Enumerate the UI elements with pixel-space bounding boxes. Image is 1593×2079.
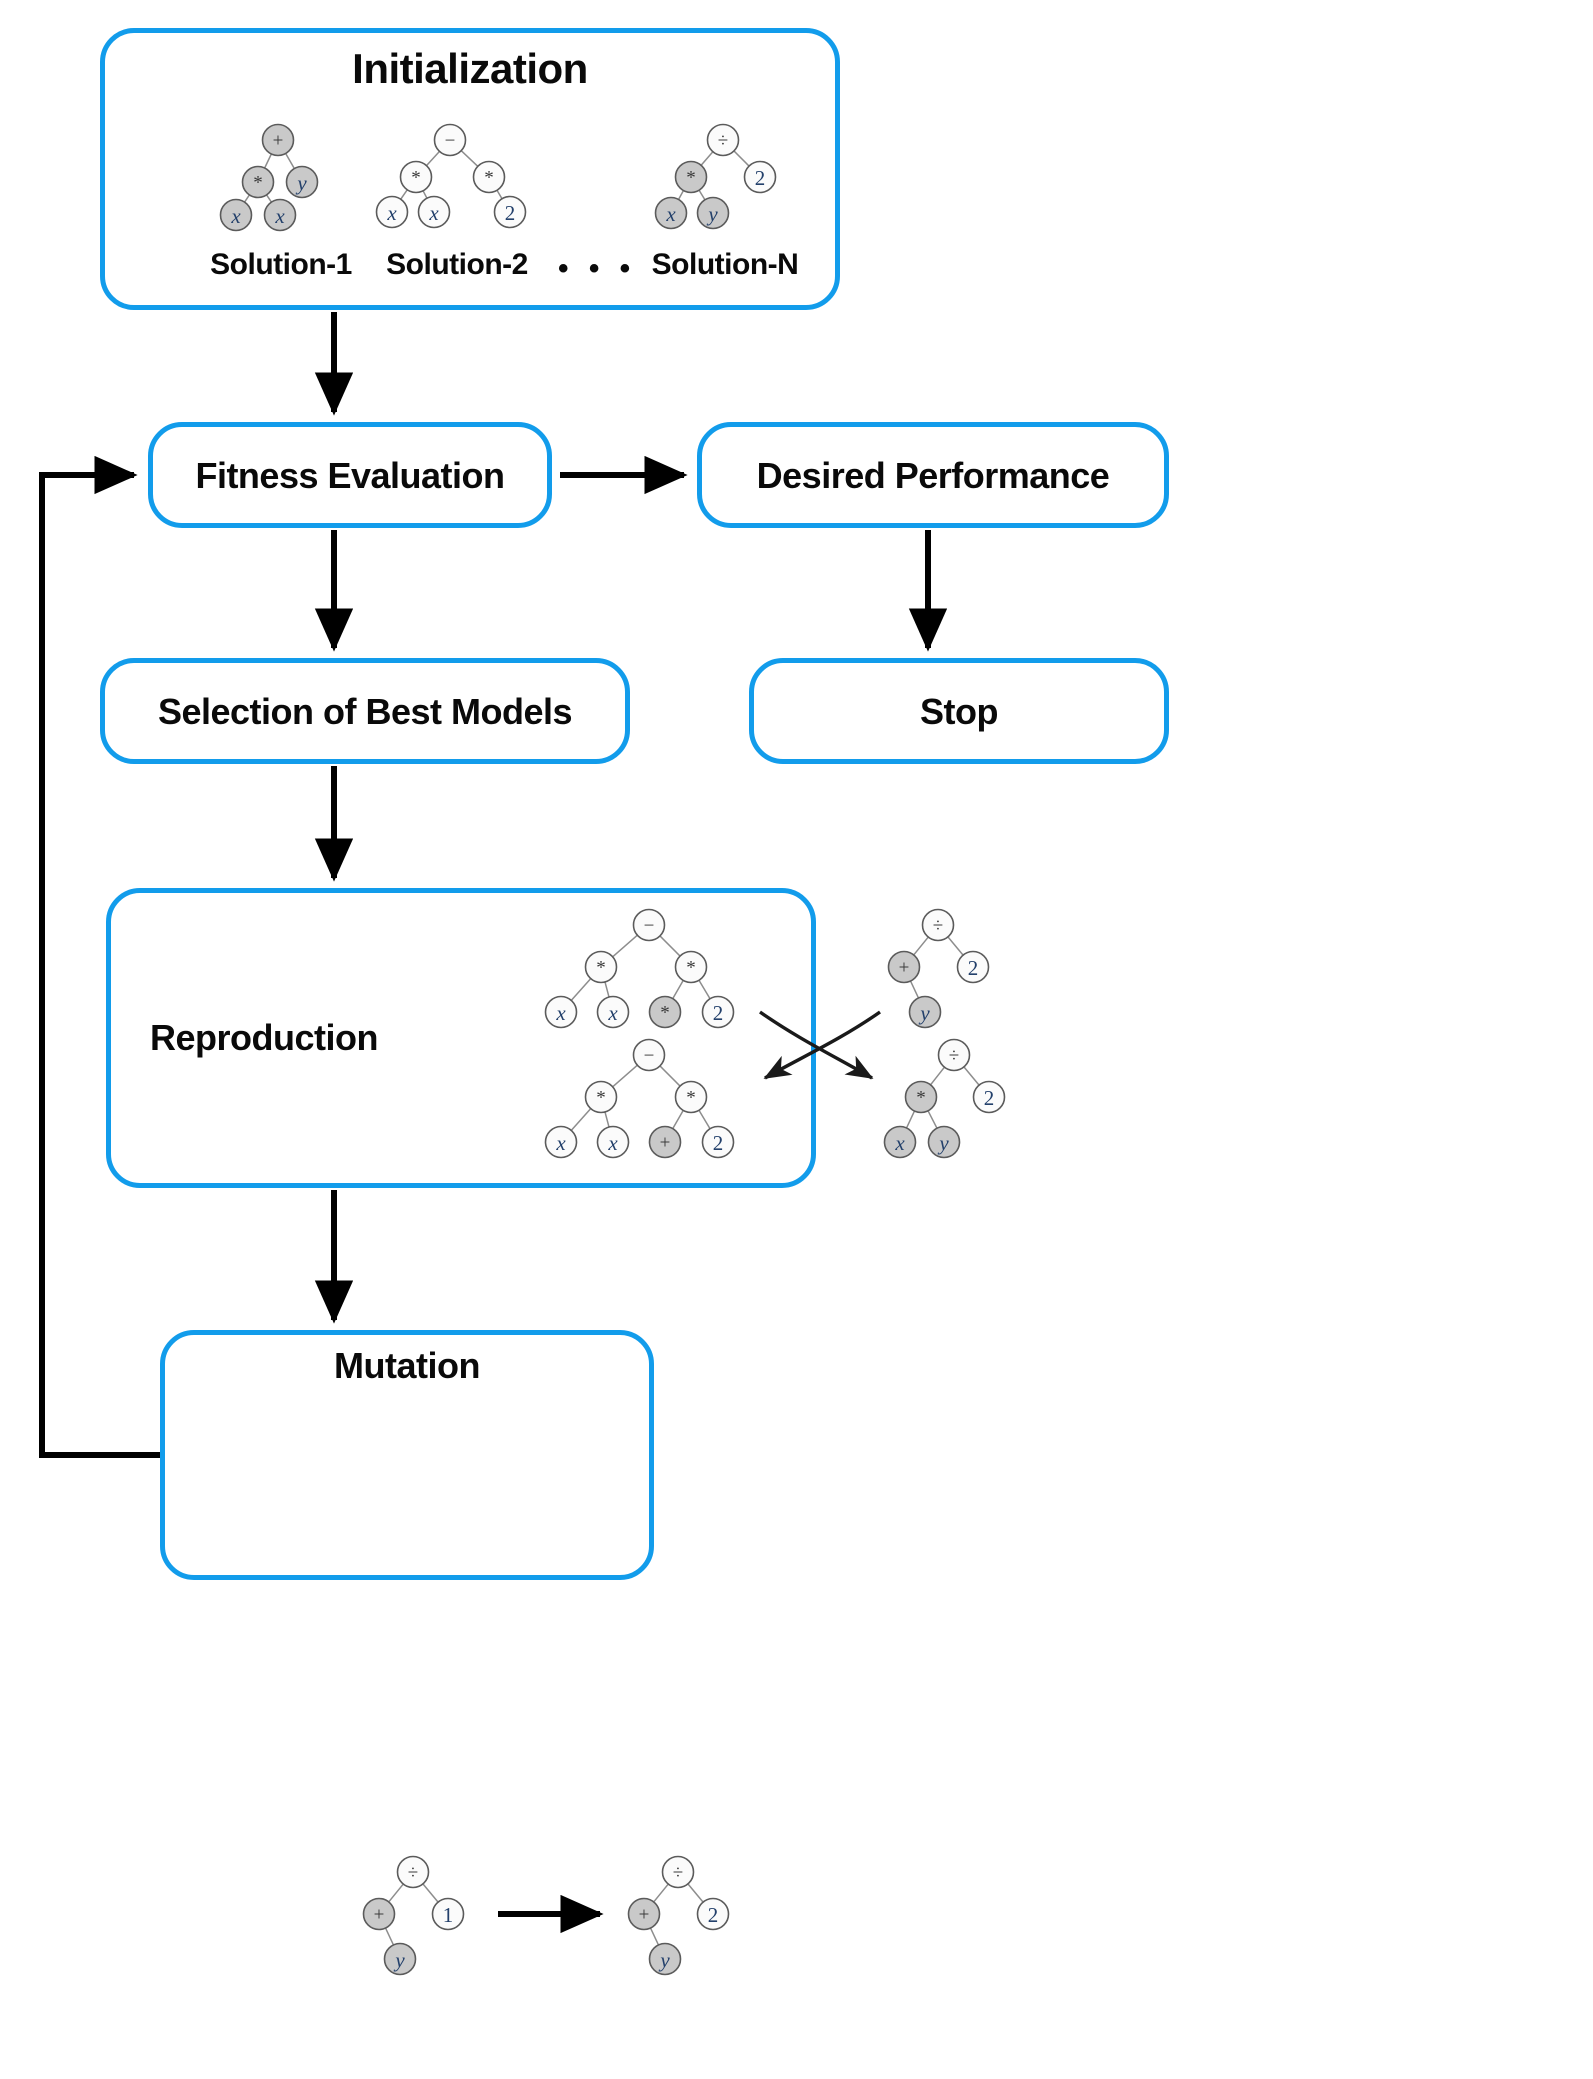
tree-node-circle — [648, 1942, 682, 1976]
tree-node-label: y — [918, 1001, 930, 1025]
box-reproduction[interactable] — [106, 888, 816, 1188]
selection-title: Selection of Best Models — [157, 691, 573, 732]
solution-2-label: Solution-2 — [386, 248, 528, 281]
tree-node-label: 2 — [708, 1903, 719, 1927]
box-selection-of-best-models[interactable] — [100, 658, 630, 764]
solution-n-label: Solution-N — [651, 248, 799, 281]
tree-node-label: x — [894, 1131, 905, 1155]
box-fitness-evaluation[interactable] — [148, 422, 552, 528]
tree-node-label: y — [393, 1948, 405, 1972]
tree-node-label: 2 — [984, 1086, 995, 1110]
tree-node-label: * — [916, 1087, 926, 1108]
tree-edge — [963, 1066, 980, 1086]
tree-edge — [905, 1110, 916, 1129]
tree-node-circle — [383, 1942, 417, 1976]
tree-node-circle — [887, 950, 921, 984]
tree-node-circle — [696, 1897, 730, 1931]
tree-node-circle — [972, 1080, 1006, 1114]
tree-node-circle — [661, 1855, 695, 1889]
mutation-title: Mutation — [334, 1345, 480, 1386]
tree-node-label: 2 — [968, 956, 979, 980]
tree-edge — [384, 1927, 395, 1946]
tree-node-circle — [431, 1897, 465, 1931]
tree-node-label: ÷ — [673, 1862, 683, 1883]
solution-ellipsis: • • • — [558, 252, 637, 285]
tree-edge — [947, 936, 964, 956]
tree-node-circle — [362, 1897, 396, 1931]
fitness-evaluation-title: Fitness Evaluation — [195, 455, 505, 496]
box-stop[interactable] — [749, 658, 1169, 764]
tree-node-circle — [883, 1125, 917, 1159]
tree-node-label: y — [658, 1948, 670, 1972]
reproduction-title: Reproduction — [150, 1017, 378, 1058]
box-initialization[interactable] — [100, 28, 840, 310]
tree-node-circle — [921, 908, 955, 942]
tree-edge — [687, 1883, 704, 1903]
tree-edge — [909, 980, 920, 999]
tree-node-label: ÷ — [408, 1862, 418, 1883]
desired-performance-title: Desired Performance — [756, 455, 1110, 496]
tree-node-circle — [937, 1038, 971, 1072]
stop-title: Stop — [920, 691, 998, 732]
initialization-title: Initialization — [352, 45, 588, 92]
expression-tree-repro-parent-2: ÷ +2 y — [887, 908, 990, 1029]
tree-edge — [388, 1883, 404, 1903]
tree-edge — [927, 1110, 938, 1129]
tree-node-label: ÷ — [933, 915, 943, 936]
tree-edge — [653, 1883, 669, 1903]
tree-node-circle — [627, 1897, 661, 1931]
box-mutation[interactable] — [160, 1330, 654, 1580]
tree-node-circle — [908, 995, 942, 1029]
tree-edge — [649, 1927, 660, 1946]
tree-node-label: 1 — [443, 1903, 454, 1927]
tree-edge — [913, 936, 929, 956]
tree-edge — [929, 1066, 946, 1086]
tree-node-circle — [956, 950, 990, 984]
tree-edge — [422, 1883, 439, 1903]
expression-tree-mutation-after: ÷ +2 y — [627, 1855, 730, 1976]
tree-node-label: + — [374, 1904, 385, 1925]
solution-1-label: Solution-1 — [210, 248, 352, 281]
tree-node-label: y — [937, 1131, 949, 1155]
box-desired-performance[interactable] — [697, 422, 1169, 528]
tree-node-label: ÷ — [949, 1045, 959, 1066]
tree-node-circle — [904, 1080, 938, 1114]
expression-tree-mutation-before: ÷ +1 y — [362, 1855, 465, 1976]
tree-node-circle — [927, 1125, 961, 1159]
tree-node-label: + — [899, 957, 910, 978]
tree-node-circle — [396, 1855, 430, 1889]
expression-tree-repro-child-2: ÷ * 2 x y — [883, 1038, 1006, 1159]
tree-node-label: + — [639, 1904, 650, 1925]
